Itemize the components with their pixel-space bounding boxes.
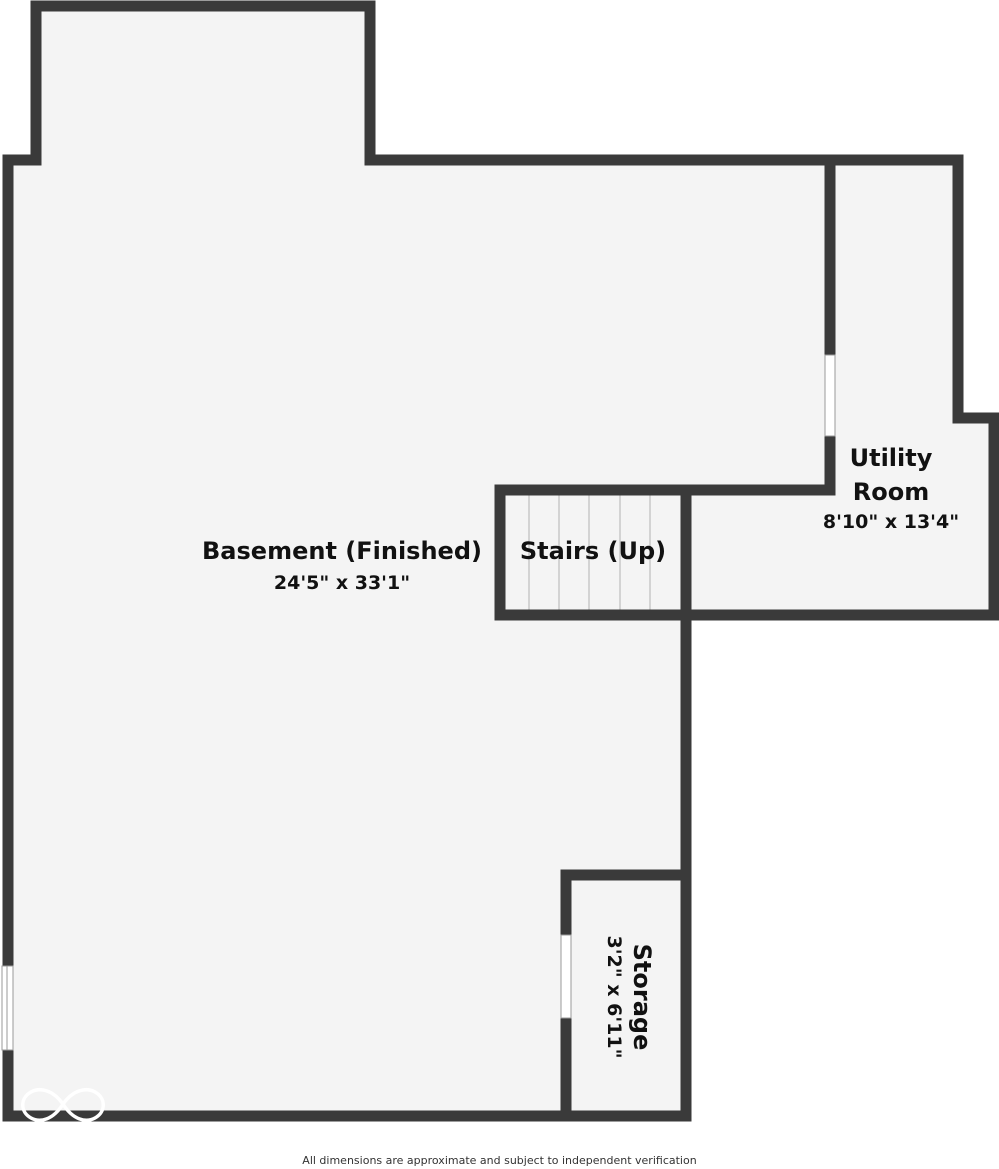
walls <box>2 0 999 1122</box>
stair-treads <box>528 495 651 610</box>
room-labels: Basement (Finished) 24'5" x 33'1" Stairs… <box>202 444 959 1059</box>
utility-door <box>824 354 836 437</box>
utility-name-line2: Room <box>853 478 929 506</box>
stairs-name: Stairs (Up) <box>520 537 666 565</box>
storage-north-wall <box>560 869 692 941</box>
openings <box>1 354 836 1051</box>
stairs-floor <box>500 490 686 615</box>
storage-floor <box>566 875 686 1116</box>
outer-wall-main <box>2 0 999 972</box>
utility-name-line1: Utility <box>850 444 933 472</box>
basement-dimensions: 24'5" x 33'1" <box>274 572 410 594</box>
utility-floor <box>686 160 994 615</box>
storage-name: Storage <box>628 944 656 1051</box>
floor-fills <box>8 6 994 1116</box>
stairs-north-wall <box>494 484 836 621</box>
storage-door <box>560 934 572 1019</box>
outer-wall-lower <box>2 609 692 1122</box>
infinity-logo <box>21 1088 105 1122</box>
disclaimer-text: All dimensions are approximate and subje… <box>302 1154 697 1167</box>
basement-name: Basement (Finished) <box>202 537 482 565</box>
storage-dimensions: 3'2" x 6'11" <box>603 935 625 1058</box>
utility-dimensions: 8'10" x 13'4" <box>823 511 959 533</box>
basement-floor <box>8 6 830 1116</box>
